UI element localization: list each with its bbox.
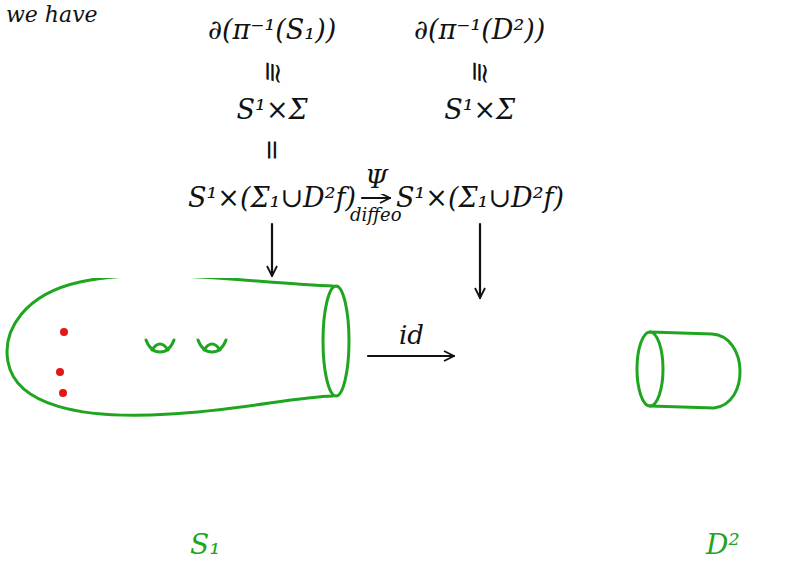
formula-line: = <box>208 130 336 170</box>
handle <box>204 344 220 350</box>
formula: ∂(π⁻¹(D²)) <box>414 14 545 45</box>
formula-line: S¹×Σ <box>414 90 545 130</box>
handle <box>152 344 168 350</box>
surface-outline <box>7 278 333 415</box>
formula-stack: S¹×(Σ₁∪D²f) <box>396 178 564 218</box>
surface-name: D² <box>706 528 740 561</box>
map-label: Ψ <box>363 164 390 194</box>
formula: S¹×Σ <box>444 94 515 125</box>
formula-line: ≅ <box>208 50 336 90</box>
surface-name: S₁ <box>190 528 220 561</box>
marked-point <box>60 328 68 336</box>
formula-line: S¹×Σ <box>208 90 336 130</box>
formula: ∂(π⁻¹(S₁)) <box>208 14 336 45</box>
disk-outline <box>650 332 740 408</box>
iso-symbol: ≅ <box>252 59 292 82</box>
handle <box>146 340 174 352</box>
surface-drawing <box>0 278 362 574</box>
surface-node: D² <box>460 300 760 574</box>
formula-line: ≅ <box>414 50 545 90</box>
intro-text: we have <box>6 2 98 27</box>
formula-stack: S¹×(Σ₁∪D²f) <box>188 178 356 218</box>
formula: S¹×Σ <box>237 94 308 125</box>
iso-symbol: = <box>252 139 292 162</box>
map-arrow <box>362 197 390 199</box>
formula-line: S¹×(Σ₁∪D²f) <box>188 178 356 218</box>
formula-stack: ∂(π⁻¹(D²)) ≅ S¹×Σ <box>414 10 545 130</box>
marked-point <box>56 368 64 376</box>
iso-symbol: ≅ <box>460 59 500 82</box>
formula: S¹×(Σ₁∪D²f) <box>188 182 356 213</box>
formula-stack: ∂(π⁻¹(S₁)) ≅ S¹×Σ = <box>208 10 336 170</box>
marked-point <box>59 389 67 397</box>
map-note: diffeo <box>350 204 402 225</box>
boundary-circle <box>637 332 663 406</box>
boundary-circle <box>323 286 349 396</box>
map-arrow <box>479 224 481 298</box>
handle <box>198 340 226 352</box>
map-arrow <box>368 355 454 357</box>
formula-line: ∂(π⁻¹(D²)) <box>414 10 545 50</box>
formula: S¹×(Σ₁∪D²f) <box>396 182 564 213</box>
map-label: id <box>397 320 426 350</box>
surface-node: S₁ <box>0 278 362 574</box>
map-arrow <box>271 224 273 276</box>
formula-line: S¹×(Σ₁∪D²f) <box>396 178 564 218</box>
formula-line: ∂(π⁻¹(S₁)) <box>208 10 336 50</box>
